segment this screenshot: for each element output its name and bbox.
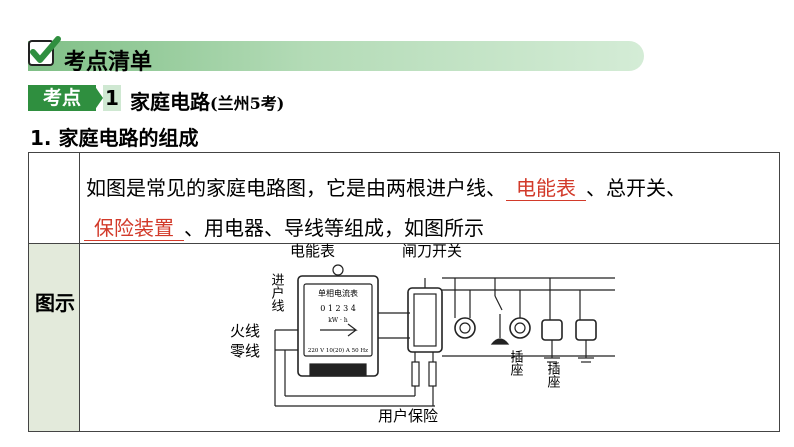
label-knife-switch: 闸刀开关 (402, 242, 462, 260)
line1-text: 如图是常见的家庭电路图，它是由两根进户线、 (86, 176, 506, 200)
section-banner (28, 41, 644, 71)
label-neutral-wire: 零线 (230, 342, 260, 360)
meter-spec: 220 V 10(20) A 50 Hz (308, 347, 368, 354)
label-socket-1: 插座 (508, 350, 524, 377)
label-meter: 电能表 (290, 242, 335, 260)
meter-dial-arrow (320, 323, 358, 337)
label-user-fuse: 用户保险 (378, 407, 438, 425)
checkmark-icon (28, 36, 61, 66)
subsection-title: 1. 家庭电路的组成 (30, 126, 199, 150)
table-divider-vertical (79, 153, 80, 431)
table-divider-horizontal (29, 243, 779, 244)
topic-source: (兰州5考) (210, 94, 285, 113)
row-label-cell (29, 244, 79, 431)
line1-tail: 、总开关、 (586, 176, 686, 200)
row-label: 图示 (35, 291, 75, 315)
label-incoming-wire: 进户线 (269, 273, 285, 312)
banner-title: 考点清单 (64, 50, 153, 75)
label-socket-2: 插座 (545, 362, 561, 389)
topic-title: 家庭电路(兰州5考) (130, 86, 284, 115)
label-live-wire: 火线 (230, 322, 260, 340)
content-table: 图示 (28, 152, 780, 432)
topic-tag-arrow (94, 85, 103, 111)
meter-title: 单相电流表 (318, 288, 358, 298)
topic-tag: 考点 (28, 85, 96, 111)
answer-electric-meter: 电能表 (506, 176, 586, 201)
meter-unit: kW · h (328, 317, 348, 324)
topic-number: 1 (103, 85, 121, 111)
content-line-2: 保险装置、用电器、导线等组成，如图所示 (84, 212, 484, 241)
content-line-1: 如图是常见的家庭电路图，它是由两根进户线、电能表、总开关、 (86, 172, 686, 201)
circuit-diagram: 电能表 闸刀开关 进户线 火线 零线 用户保险 插座 插座 单相电流表 0 1 … (230, 242, 615, 425)
line2-text: 、用电器、导线等组成，如图所示 (184, 216, 484, 240)
meter-digits: 0 1 2 3 4 (320, 304, 356, 313)
topic-title-text: 家庭电路 (130, 90, 210, 114)
answer-fuse-device: 保险装置 (84, 216, 184, 241)
